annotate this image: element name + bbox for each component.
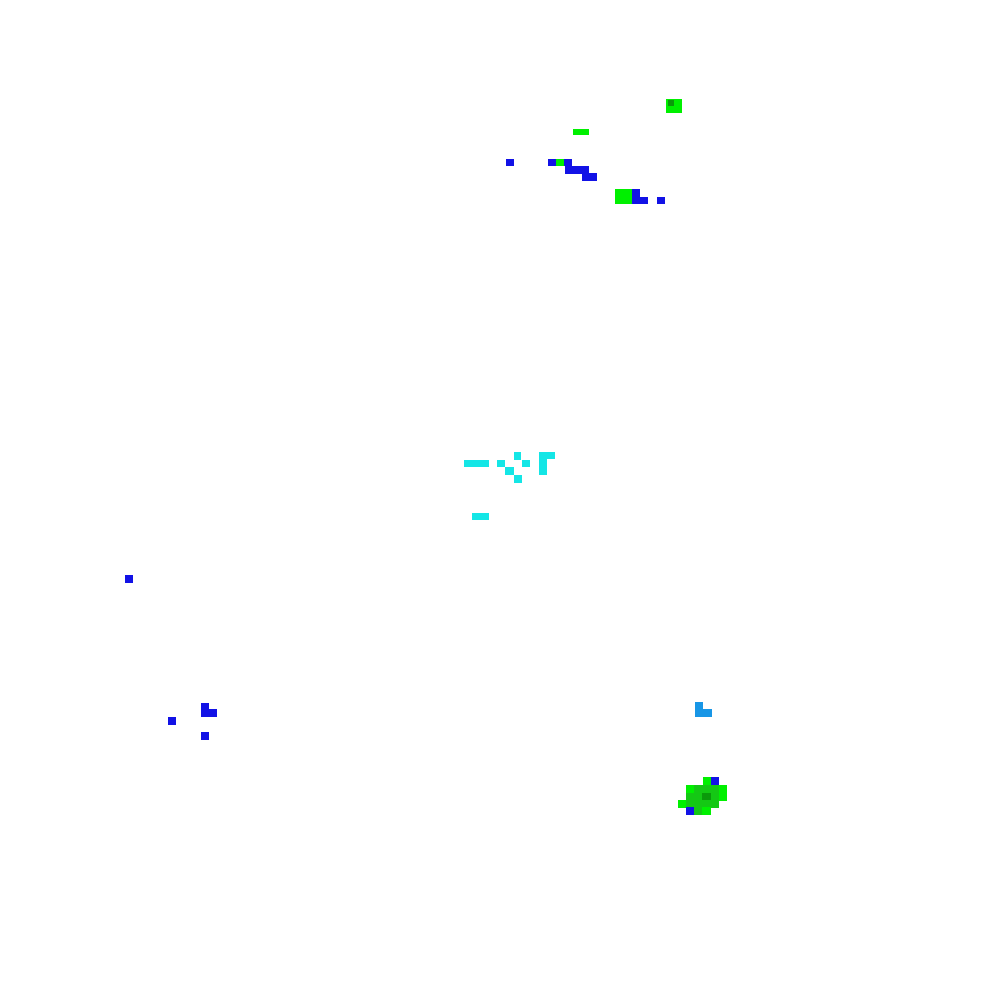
pixel: [711, 793, 719, 801]
pixel: [615, 189, 632, 204]
pixel: [703, 709, 712, 717]
pixel: [573, 129, 589, 135]
pixel: [694, 785, 719, 793]
pixel: [514, 452, 521, 460]
pixel: [125, 575, 133, 583]
pixel: [686, 800, 719, 808]
pixel: [632, 197, 648, 204]
pixel: [632, 189, 640, 197]
pixel: [472, 513, 489, 520]
pixel: [464, 460, 489, 467]
pixel: [695, 702, 703, 717]
pixel: [201, 732, 209, 740]
pixel: [168, 717, 176, 725]
pixel: [539, 452, 555, 459]
pixel: [209, 709, 217, 717]
pixel: [565, 166, 589, 174]
pixel: [719, 793, 727, 801]
pixel: [711, 777, 719, 785]
pixel: [497, 460, 505, 467]
pixel: [678, 800, 686, 808]
pixel: [719, 785, 727, 793]
pixel: [702, 807, 711, 815]
pixel: [522, 460, 530, 467]
pixel: [514, 475, 522, 483]
pixel: [703, 777, 711, 785]
pixel: [506, 159, 514, 166]
pixel: [201, 703, 209, 717]
pixel: [686, 807, 694, 815]
pixel: [657, 197, 665, 204]
pixel: [686, 793, 702, 801]
pixel: [702, 793, 711, 801]
pixel: [694, 807, 702, 815]
pixel: [582, 173, 597, 181]
pixel: [564, 159, 572, 166]
pixel: [556, 159, 564, 166]
pixel: [505, 467, 514, 475]
pixel: [668, 100, 674, 106]
pixel: [539, 459, 547, 475]
pixel: [548, 159, 556, 166]
pixel: [686, 785, 694, 793]
